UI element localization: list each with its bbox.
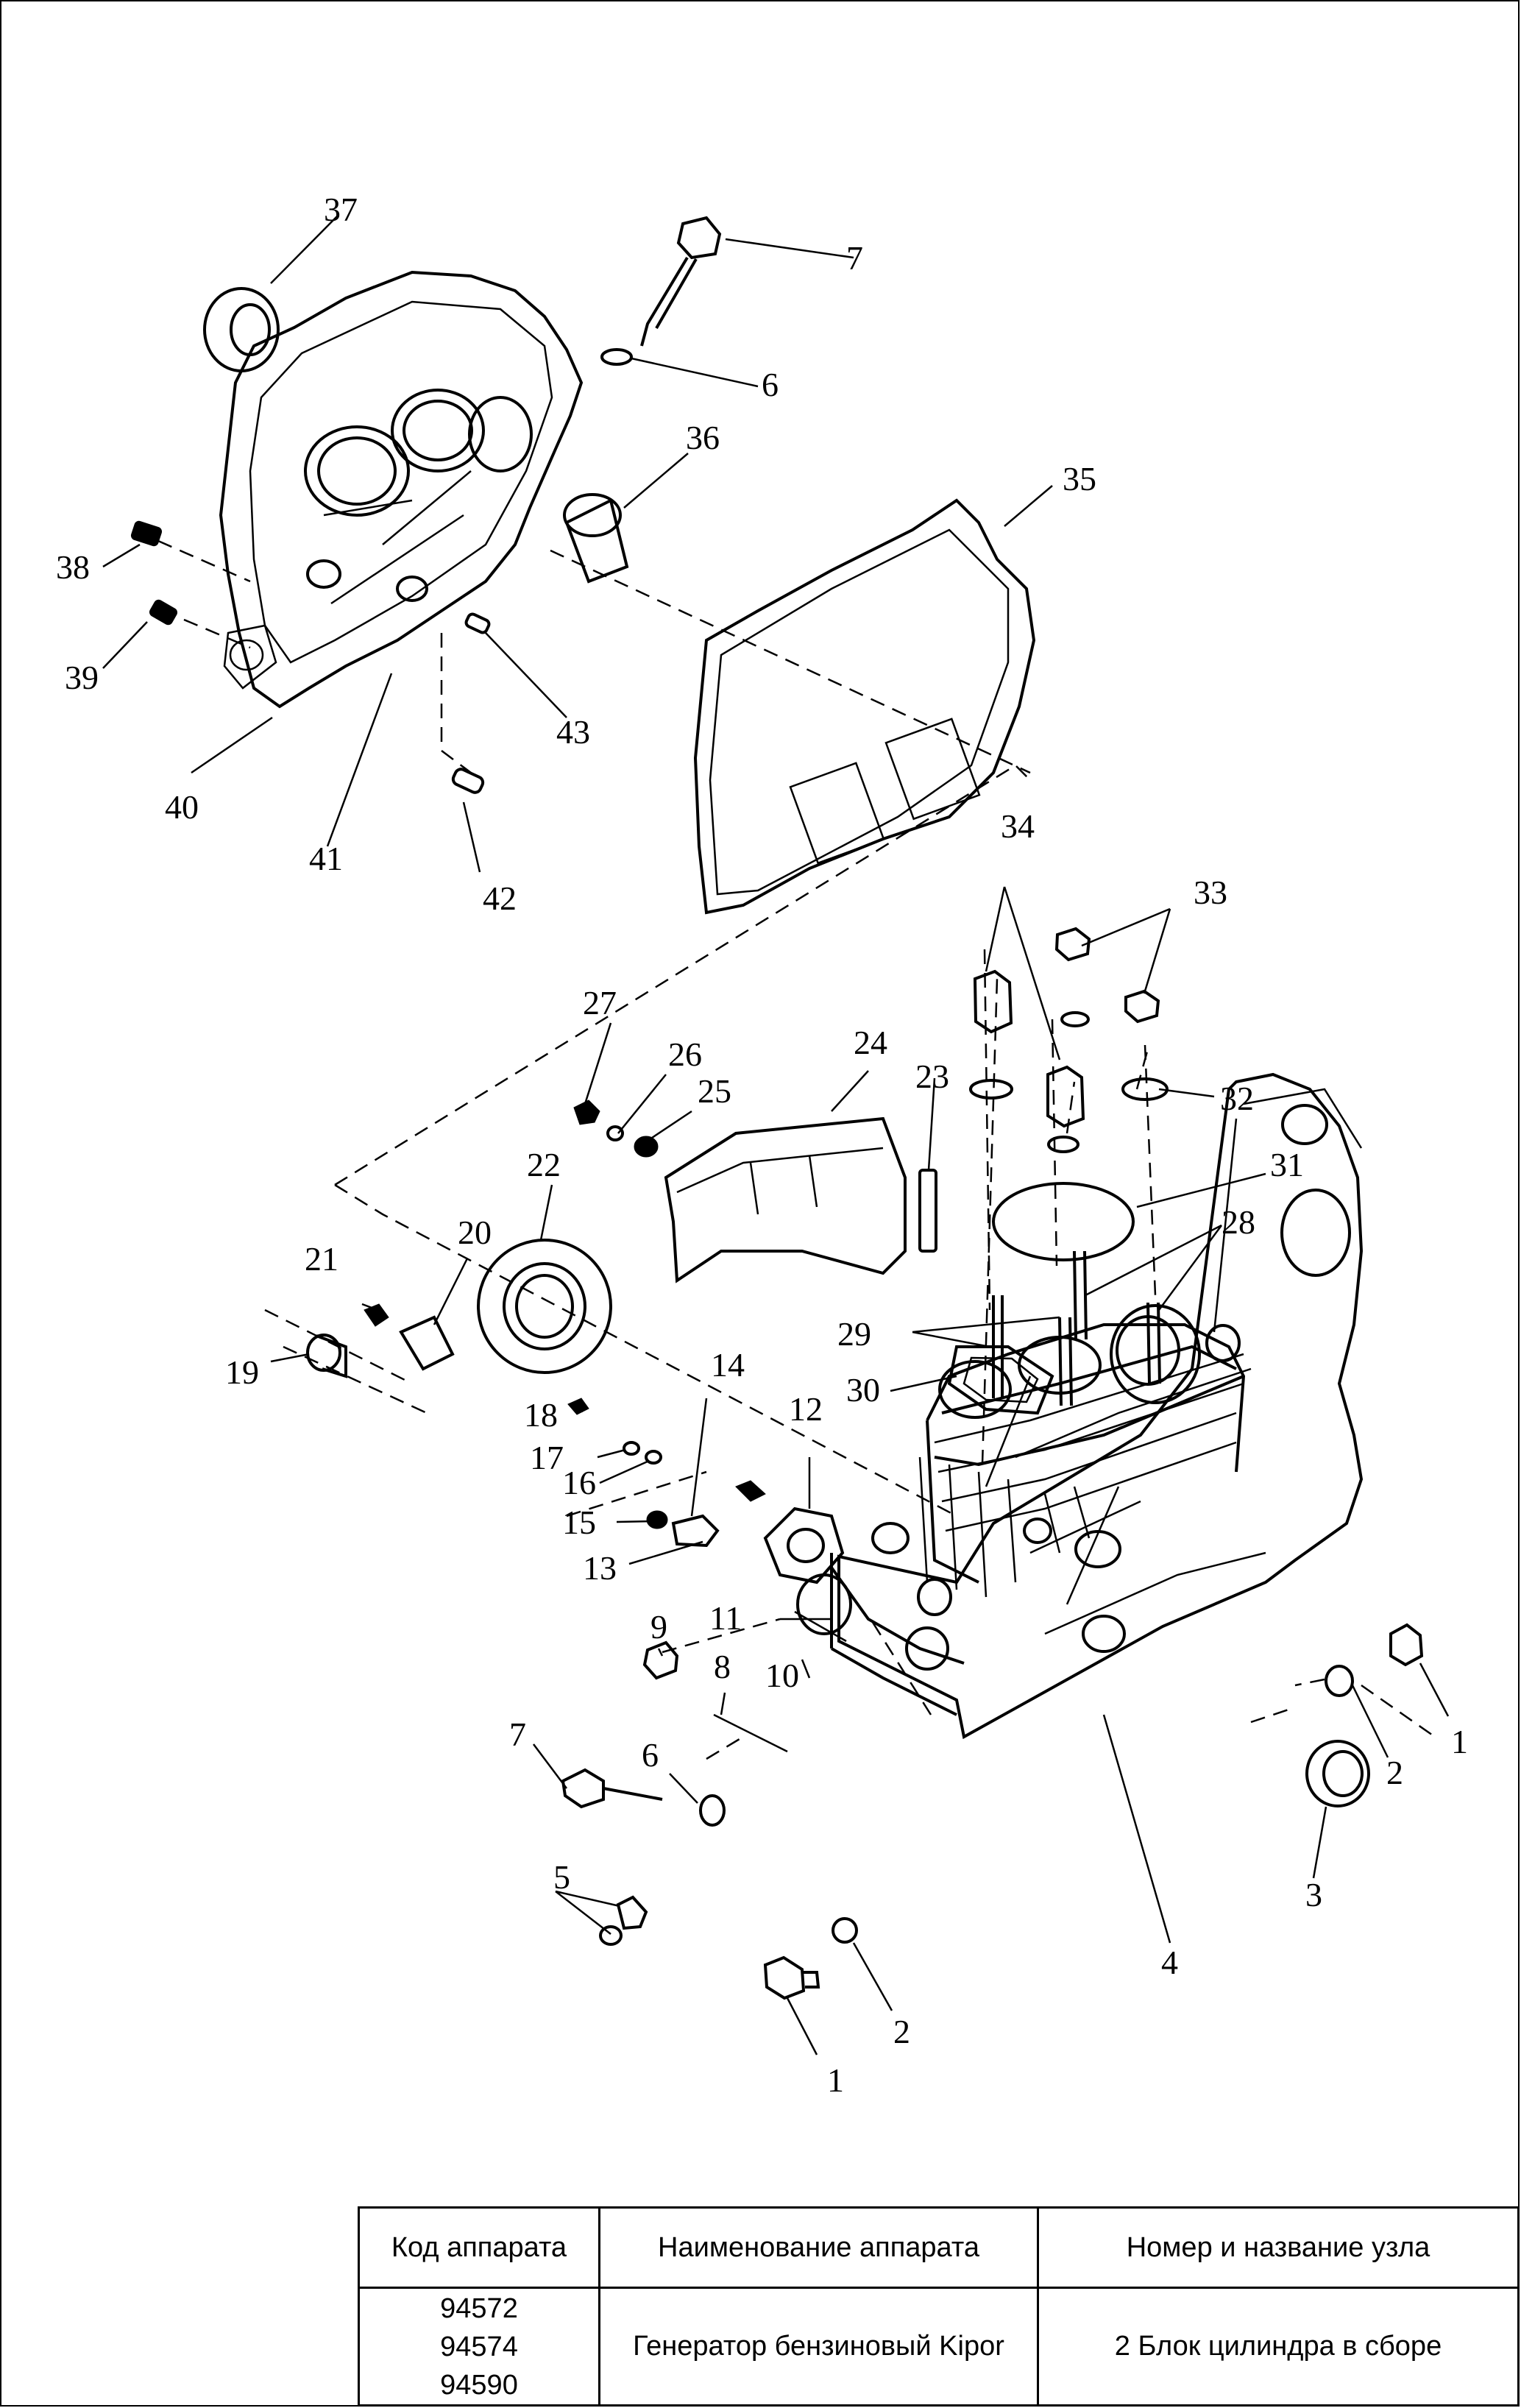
header-assembly: Номер и название узла bbox=[1037, 2206, 1520, 2289]
callout-23: 23 bbox=[915, 1058, 949, 1095]
baffle-plate-24 bbox=[664, 1116, 907, 1283]
bolt-39 bbox=[149, 599, 178, 626]
crankcase-cover bbox=[219, 270, 584, 709]
device-code: 94590 bbox=[440, 2369, 518, 2401]
callout-32: 32 bbox=[1220, 1080, 1254, 1117]
callout-16: 16 bbox=[562, 1464, 596, 1501]
callout-27: 27 bbox=[583, 984, 617, 1021]
header-device-code: Код аппарата bbox=[358, 2206, 600, 2289]
callout-6-lower: 6 bbox=[642, 1736, 659, 1774]
assembly-guide-lines bbox=[157, 539, 1436, 1760]
device-code: 94574 bbox=[440, 2331, 518, 2362]
callout-30: 30 bbox=[846, 1371, 880, 1409]
callout-3: 3 bbox=[1305, 1876, 1322, 1913]
bolt-38 bbox=[130, 520, 163, 547]
head-nuts-washers bbox=[969, 927, 1169, 1153]
ball-bearing-22 bbox=[477, 1239, 612, 1374]
dipstick-top bbox=[640, 216, 722, 347]
callout-29: 29 bbox=[837, 1315, 871, 1353]
oil-seal-37 bbox=[203, 287, 280, 372]
callout-28: 28 bbox=[1222, 1203, 1255, 1241]
callout-40: 40 bbox=[165, 788, 199, 826]
callout-36: 36 bbox=[686, 419, 720, 456]
callout-6-top: 6 bbox=[762, 366, 779, 403]
callout-4: 4 bbox=[1161, 1944, 1178, 1981]
callout-42: 42 bbox=[483, 879, 517, 917]
leader-lines bbox=[102, 214, 1450, 2055]
callout-38: 38 bbox=[56, 548, 90, 586]
drain-plugs-washers bbox=[763, 1623, 1424, 2000]
callout-12: 12 bbox=[789, 1390, 823, 1428]
device-code: 94572 bbox=[440, 2292, 518, 2324]
strip-23 bbox=[918, 1169, 937, 1253]
callout-9: 9 bbox=[650, 1608, 667, 1646]
title-block-table: Код аппарата Наименование аппарата Номер… bbox=[358, 2206, 1520, 2407]
callout-14: 14 bbox=[711, 1346, 745, 1384]
callout-18: 18 bbox=[524, 1396, 558, 1434]
callout-2-right: 2 bbox=[1386, 1754, 1403, 1791]
callout-10: 10 bbox=[765, 1657, 799, 1694]
callout-13: 13 bbox=[583, 1549, 617, 1587]
callout-34: 34 bbox=[1001, 807, 1035, 845]
bushing-36 bbox=[563, 493, 629, 584]
callout-19: 19 bbox=[225, 1353, 259, 1391]
o-ring-6-top bbox=[600, 348, 633, 366]
callout-24: 24 bbox=[854, 1024, 887, 1061]
callout-1-right: 1 bbox=[1451, 1723, 1468, 1760]
callout-33: 33 bbox=[1194, 874, 1227, 911]
callout-8: 8 bbox=[714, 1648, 731, 1685]
callout-37: 37 bbox=[324, 191, 358, 228]
parts-5-11 bbox=[561, 1640, 788, 1946]
parts-19-21 bbox=[306, 1303, 455, 1378]
callout-15: 15 bbox=[562, 1504, 596, 1541]
title-block-data-row: 94572 94574 94590 Генератор бензиновый K… bbox=[358, 2287, 1520, 2407]
callout-21: 21 bbox=[305, 1240, 338, 1278]
callout-11: 11 bbox=[709, 1599, 742, 1637]
callout-2-bottom: 2 bbox=[893, 2013, 910, 2050]
header-device-name: Наименование аппарата bbox=[598, 2206, 1039, 2289]
callout-7-lower: 7 bbox=[509, 1715, 526, 1753]
callout-5: 5 bbox=[553, 1858, 570, 1896]
callout-41: 41 bbox=[309, 840, 343, 877]
assembly-cell: 2 Блок цилиндра в сборе bbox=[1037, 2287, 1520, 2407]
callout-1-bottom: 1 bbox=[827, 2061, 844, 2099]
callout-labels: 1 1 2 2 3 4 5 6 6 7 7 8 9 10 11 12 13 14… bbox=[56, 191, 1468, 2099]
dowel-pin-42 bbox=[451, 768, 485, 794]
exhaust-gasket-30 bbox=[947, 1345, 1054, 1415]
callout-25: 25 bbox=[698, 1072, 731, 1110]
callout-43: 43 bbox=[556, 713, 590, 751]
callout-26: 26 bbox=[668, 1035, 702, 1073]
cylinder-block bbox=[796, 1072, 1364, 1740]
dowel-pin-43 bbox=[464, 612, 491, 634]
bolt-set-25-27 bbox=[573, 1099, 659, 1158]
o-ring-31 bbox=[992, 1182, 1135, 1261]
callout-35: 35 bbox=[1063, 460, 1096, 497]
title-block-header-row: Код аппарата Наименование аппарата Номер… bbox=[358, 2206, 1520, 2289]
callout-22: 22 bbox=[527, 1146, 561, 1183]
device-name-cell: Генератор бензиновый Kipor bbox=[598, 2287, 1039, 2407]
parts-13-18 bbox=[567, 1398, 845, 1584]
exploded-view-diagram: 1 1 2 2 3 4 5 6 6 7 7 8 9 10 11 12 13 14… bbox=[56, 191, 1468, 2099]
device-codes-cell: 94572 94574 94590 bbox=[358, 2287, 600, 2407]
cover-gasket-35 bbox=[693, 498, 1036, 915]
callout-17: 17 bbox=[530, 1439, 564, 1476]
callout-20: 20 bbox=[458, 1214, 492, 1251]
callout-39: 39 bbox=[65, 659, 99, 696]
callout-7-top: 7 bbox=[846, 239, 863, 277]
callout-31: 31 bbox=[1270, 1146, 1304, 1183]
